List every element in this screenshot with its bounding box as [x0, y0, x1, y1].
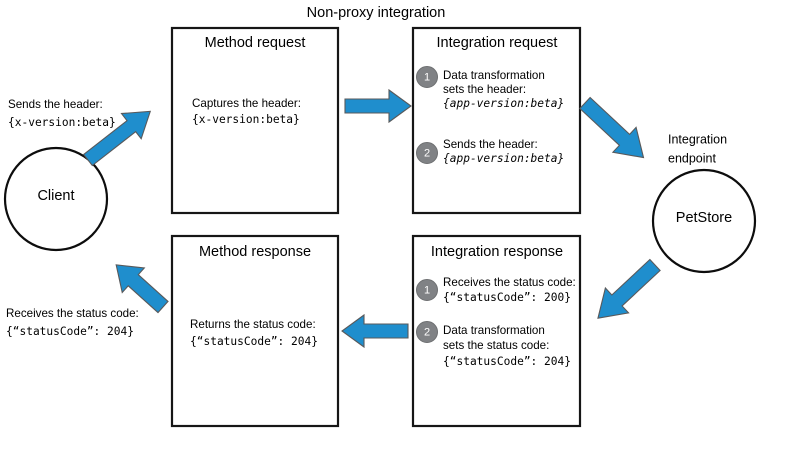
integration-endpoint-node: Integration endpoint PetStore	[651, 132, 757, 274]
client-sends-caption: Sends the header: {x-version:beta}	[8, 98, 116, 129]
integration-response-title: Integration response	[431, 244, 563, 260]
client-receives-caption: Receives the status code: {“statusCode”:…	[6, 307, 139, 338]
step-line-1: Data transformation	[443, 69, 545, 82]
method-response-line1: Returns the status code:	[190, 318, 316, 331]
method-response-title: Method response	[199, 244, 311, 260]
petstore-label: PetStore	[676, 210, 732, 226]
step-badge-number: 2	[424, 147, 430, 159]
step-badge-circle	[416, 321, 438, 343]
method-request-line2: {x-version:beta}	[192, 113, 300, 126]
method-response-box: Method response Returns the status code:…	[170, 234, 340, 428]
arrow-client-to-method-request	[82, 110, 152, 167]
integration-request-step-1: 1 Data transformation sets the header: {…	[416, 66, 564, 110]
arrow-endpoint-to-integration-response	[597, 258, 661, 319]
step-line-2: {app-version:beta}	[443, 152, 564, 165]
step-badge-circle	[416, 142, 438, 164]
client-receives-line1: Receives the status code:	[6, 307, 139, 320]
client-node: Client	[3, 146, 109, 252]
step-badge-number: 1	[424, 71, 430, 83]
client-sends-line2: {x-version:beta}	[8, 116, 116, 129]
step-badge-number: 2	[424, 326, 430, 338]
method-request-line1: Captures the header:	[192, 97, 301, 110]
step-line-2: {“statusCode”: 200}	[443, 291, 571, 304]
step-line-1: Receives the status code:	[443, 276, 576, 289]
integration-response-step-1: 1 Receives the status code: {“statusCode…	[416, 276, 576, 304]
integration-request-title: Integration request	[437, 35, 558, 51]
diagram-title: Non-proxy integration	[307, 5, 446, 21]
step-line-1: Data transformation	[443, 324, 545, 337]
method-request-title: Method request	[205, 35, 306, 51]
client-circle	[3, 146, 109, 252]
integration-response-rect	[411, 234, 582, 428]
arrow-method-response-to-client	[115, 264, 169, 314]
arrow-integration-response-to-method-response	[341, 313, 409, 349]
endpoint-caption-line2: endpoint	[668, 151, 716, 165]
step-badge-circle	[416, 279, 438, 301]
integration-request-step-2: 2 Sends the header: {app-version:beta}	[416, 138, 564, 165]
method-response-rect	[170, 234, 340, 428]
client-sends-line1: Sends the header:	[8, 98, 103, 111]
integration-response-box: Integration response 1 Receives the stat…	[411, 234, 582, 428]
step-line-3: {app-version:beta}	[443, 97, 564, 110]
step-badge-number: 1	[424, 284, 430, 296]
step-line-1: Sends the header:	[443, 138, 538, 151]
client-receives-line2: {“statusCode”: 204}	[6, 325, 134, 338]
integration-request-rect	[411, 26, 582, 215]
step-badge-circle	[416, 66, 438, 88]
step-line-2: sets the header:	[443, 83, 526, 96]
integration-response-step-2: 2 Data transformation sets the status co…	[416, 321, 571, 368]
method-request-rect	[170, 26, 340, 215]
arrow-method-request-to-integration-request	[344, 88, 412, 124]
client-label: Client	[37, 188, 74, 204]
step-line-3: {“statusCode”: 204}	[443, 355, 571, 368]
endpoint-caption-line1: Integration	[668, 132, 727, 146]
method-response-line2: {“statusCode”: 204}	[190, 335, 318, 348]
petstore-circle	[651, 168, 757, 274]
arrow-integration-request-to-endpoint	[579, 96, 645, 159]
integration-request-box: Integration request 1 Data transformatio…	[411, 26, 582, 215]
method-request-box: Method request Captures the header: {x-v…	[170, 26, 340, 215]
step-line-2: sets the status code:	[443, 339, 549, 352]
